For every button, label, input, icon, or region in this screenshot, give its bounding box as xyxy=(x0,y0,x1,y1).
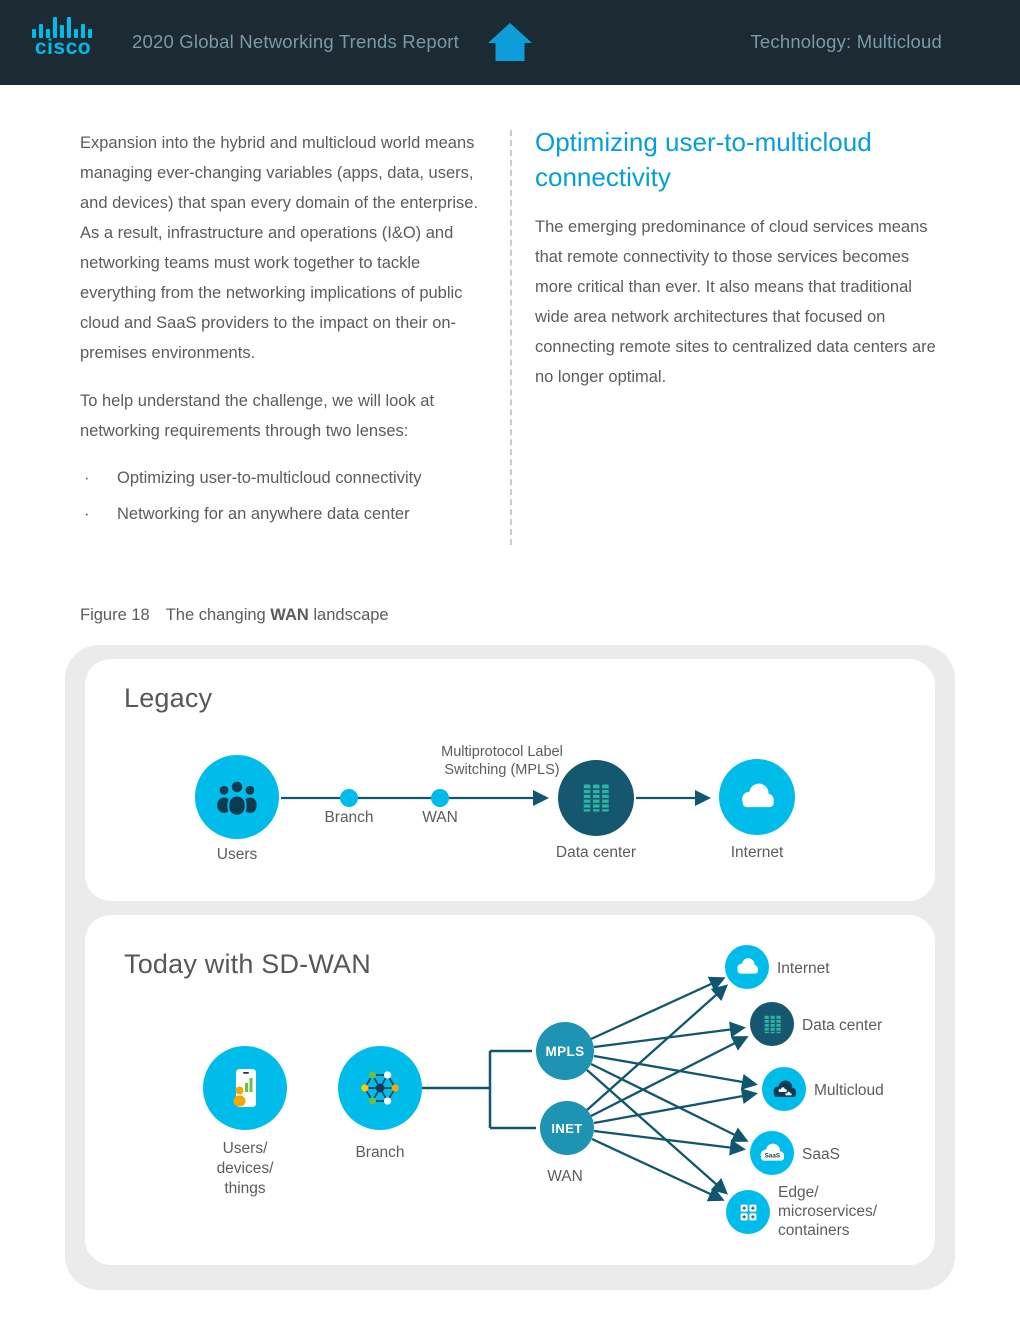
cisco-logo-wordmark: cisco xyxy=(34,36,92,59)
mpls-node-label: MPLS xyxy=(545,1043,585,1059)
inet-node: INET xyxy=(540,1101,594,1155)
target-datacenter-label: Data center xyxy=(802,1017,883,1034)
inet-arrows xyxy=(586,984,758,1202)
subsection-paragraph: The emerging predominance of cloud servi… xyxy=(535,218,936,386)
intro-paragraph-2: To help understand the challenge, we wil… xyxy=(80,392,435,440)
mpls-note: Multiprotocol Label Switching (MPLS) xyxy=(441,744,563,778)
datacenter-icon xyxy=(764,1015,781,1033)
report-title: 2020 Global Networking Trends Report xyxy=(132,31,460,52)
saas-icon-text: SaaS xyxy=(765,1153,780,1160)
intro-right-column: Optimizing user-to-multicloud connectivi… xyxy=(535,125,945,410)
figure-caption-tail: landscape xyxy=(308,606,389,624)
legacy-title: Legacy xyxy=(124,683,213,713)
bullet-glyph: · xyxy=(84,469,90,487)
subsection-heading: Optimizing user-to-multicloud connectivi… xyxy=(535,127,872,192)
users-devices-label: Users/ devices/ things xyxy=(216,1140,274,1197)
datacenter-label: Data center xyxy=(555,844,637,861)
intro-paragraph-1: Expansion into the hybrid and multicloud… xyxy=(80,134,479,362)
target-datacenter-circle xyxy=(750,1002,794,1046)
internet-circle xyxy=(719,759,795,835)
section-label: Technology: Multicloud xyxy=(750,31,942,52)
target-edge-label: Edge/ microservices/ containers xyxy=(778,1184,878,1239)
target-multicloud-label: Multicloud xyxy=(814,1082,884,1099)
cisco-logo-bars-icon xyxy=(32,17,92,38)
users-circle xyxy=(195,755,279,839)
target-multicloud-circle xyxy=(762,1067,806,1111)
users-label: Users xyxy=(216,846,258,863)
users-devices-circle xyxy=(203,1046,287,1130)
intro-left-column: Expansion into the hybrid and multicloud… xyxy=(80,128,488,536)
header-bar: cisco 2020 Global Networking Trends Repo… xyxy=(0,0,1020,85)
containers-icon xyxy=(740,1204,756,1220)
wan-label: WAN xyxy=(422,809,458,826)
sdwan-flow-lines xyxy=(422,976,758,1202)
branch-label: Branch xyxy=(355,1144,405,1161)
sdwan-title: Today with SD-WAN xyxy=(124,949,371,979)
target-edge-circle xyxy=(726,1190,770,1234)
branch-circle xyxy=(338,1046,422,1130)
intro-section: Expansion into the hybrid and multicloud… xyxy=(0,85,1020,565)
legacy-flow-lines xyxy=(281,789,712,807)
target-internet-label: Internet xyxy=(777,960,830,977)
home-icon[interactable] xyxy=(487,21,533,63)
figure-caption: Figure 18 The changing WAN landscape xyxy=(80,606,389,625)
inet-node-label: INET xyxy=(551,1120,583,1136)
target-internet-circle xyxy=(725,945,769,989)
internet-label: Internet xyxy=(730,844,784,861)
bullet-text: Optimizing user-to-multicloud connectivi… xyxy=(117,469,422,487)
target-saas-circle: SaaS xyxy=(750,1131,794,1175)
legacy-card: Legacy xyxy=(85,659,935,901)
wan-label: WAN xyxy=(547,1168,583,1185)
column-divider xyxy=(510,130,512,545)
figure-number: Figure 18 xyxy=(80,606,150,624)
mpls-node: MPLS xyxy=(536,1022,594,1080)
bullet-item-connectivity: · Optimizing user-to-multicloud connecti… xyxy=(80,464,488,493)
users-icon xyxy=(217,779,257,817)
branch-mesh-icon xyxy=(361,1071,399,1105)
internet-cloud-icon xyxy=(737,958,758,974)
lens-bullet-list: · Optimizing user-to-multicloud connecti… xyxy=(80,464,488,529)
branch-label: Branch xyxy=(324,809,374,826)
branch-node-dot xyxy=(340,789,358,807)
bullet-item-datacenter: · Networking for an anywhere data center xyxy=(80,500,488,529)
sdwan-card: Today with SD-WAN xyxy=(85,915,935,1265)
figure-panel: Legacy xyxy=(65,645,955,1290)
datacenter-circle xyxy=(558,760,634,836)
target-saas-label: SaaS xyxy=(802,1146,840,1163)
mpls-arrows xyxy=(586,976,758,1195)
datacenter-icon xyxy=(583,784,609,812)
figure-caption-text: The changing xyxy=(165,606,271,624)
bullet-text: Networking for an anywhere data center xyxy=(117,505,410,523)
multicloud-icon xyxy=(773,1079,796,1097)
figure-caption-bold: WAN xyxy=(270,606,309,624)
internet-cloud-icon xyxy=(742,783,774,808)
cisco-logo: cisco xyxy=(28,14,98,58)
saas-cloud-icon: SaaS xyxy=(760,1143,784,1161)
wan-node-dot xyxy=(431,789,449,807)
mobile-device-icon xyxy=(233,1069,256,1107)
bullet-glyph: · xyxy=(84,505,90,523)
